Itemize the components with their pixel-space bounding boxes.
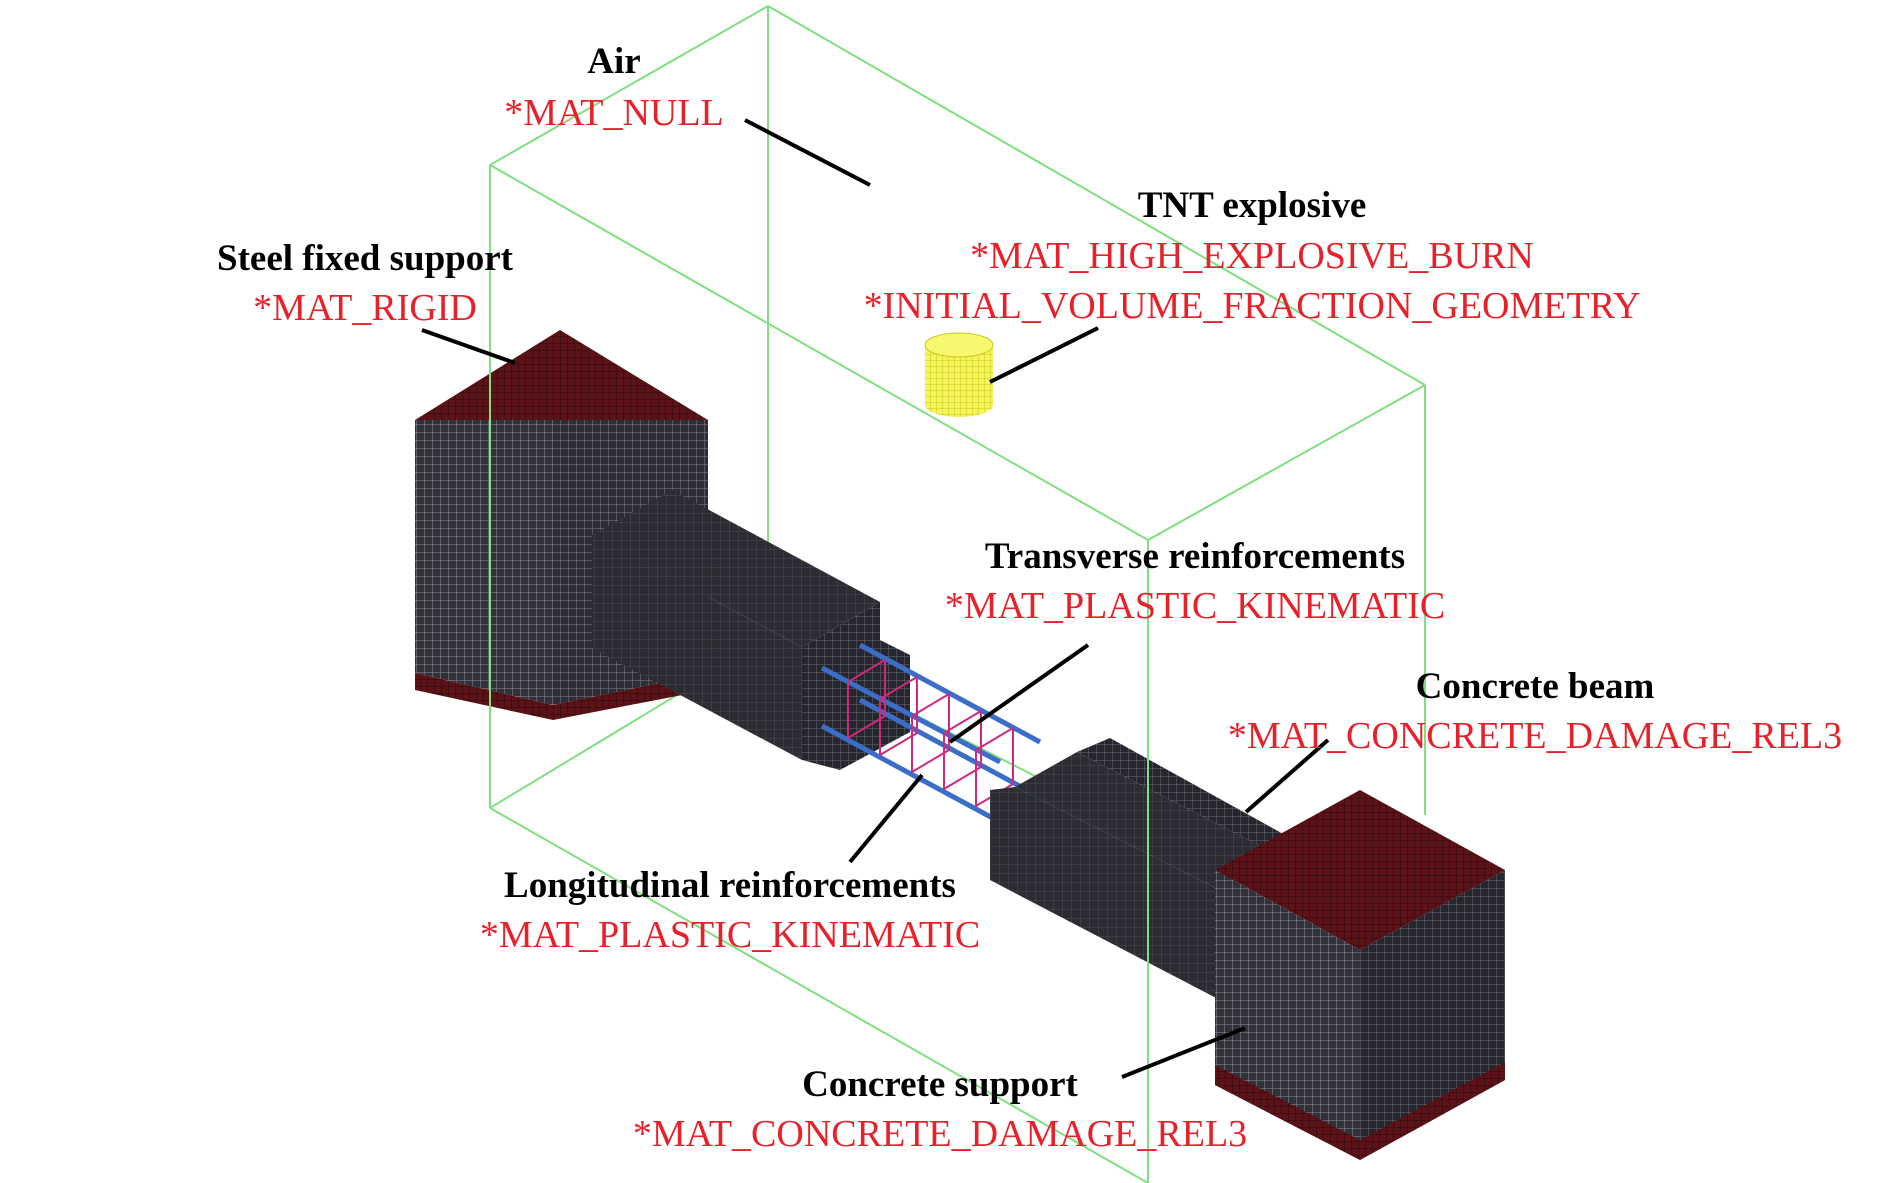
label-concrete-beam-material: *MAT_CONCRETE_DAMAGE_REL3 [1228, 715, 1842, 757]
transverse-reinforcements [847, 658, 1014, 808]
label-air-name: Air [587, 41, 640, 82]
reinforcement-cage [820, 642, 1042, 825]
label-concrete-support-material: *MAT_CONCRETE_DAMAGE_REL3 [633, 1113, 1247, 1155]
label-steel-support-name: Steel fixed support [217, 238, 514, 279]
concrete-support-right [1215, 790, 1505, 1160]
concrete-beam-left [592, 490, 910, 770]
label-longitudinal: Longitudinal reinforcements *MAT_PLASTIC… [480, 865, 980, 956]
leader-concrete-support [1121, 1026, 1246, 1079]
label-transverse: Transverse reinforcements *MAT_PLASTIC_K… [945, 536, 1445, 627]
label-steel-support: Steel fixed support *MAT_RIGID [217, 238, 514, 329]
label-longitudinal-material: *MAT_PLASTIC_KINEMATIC [480, 914, 980, 956]
leader-steel-support [421, 328, 516, 365]
label-concrete-beam-name: Concrete beam [1416, 666, 1655, 707]
label-tnt: TNT explosive *MAT_HIGH_EXPLOSIVE_BURN *… [864, 185, 1641, 327]
label-transverse-material: *MAT_PLASTIC_KINEMATIC [945, 585, 1445, 627]
leader-longitudinal [848, 773, 924, 864]
label-tnt-material: *MAT_HIGH_EXPLOSIVE_BURN [970, 235, 1534, 277]
leader-transverse [948, 643, 1090, 744]
label-transverse-name: Transverse reinforcements [985, 536, 1405, 577]
leader-air [744, 118, 871, 187]
label-air-material: *MAT_NULL [504, 92, 724, 134]
label-steel-support-material: *MAT_RIGID [253, 287, 477, 329]
leader-tnt [989, 326, 1099, 384]
label-concrete-support: Concrete support *MAT_CONCRETE_DAMAGE_RE… [633, 1064, 1247, 1155]
label-tnt-name: TNT explosive [1138, 185, 1367, 226]
label-concrete-beam: Concrete beam *MAT_CONCRETE_DAMAGE_REL3 [1228, 666, 1842, 757]
label-air: Air *MAT_NULL [504, 41, 724, 134]
tnt-explosive-cylinder [924, 332, 994, 417]
air-domain-front-edges [489, 5, 1426, 1183]
label-concrete-support-name: Concrete support [802, 1064, 1078, 1105]
label-tnt-material-2: *INITIAL_VOLUME_FRACTION_GEOMETRY [864, 285, 1641, 327]
leader-concrete-beam [1244, 738, 1330, 814]
label-longitudinal-name: Longitudinal reinforcements [504, 865, 956, 906]
leader-lines [421, 118, 1330, 1079]
